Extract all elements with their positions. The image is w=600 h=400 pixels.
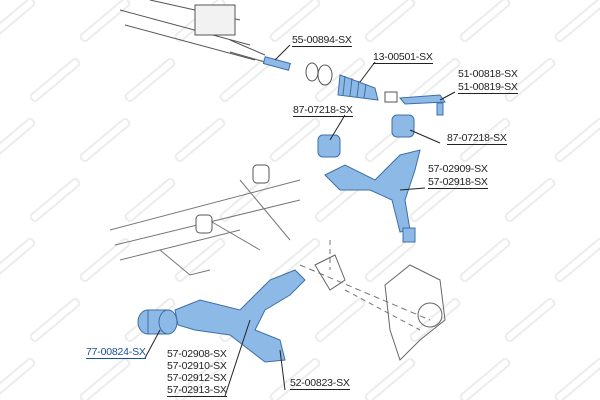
watermark-emblem [459, 0, 511, 43]
label-tie-rod[interactable]: 55-00894-SX [292, 34, 352, 47]
label-lower-arm-2[interactable]: 57-02910-SX [167, 360, 227, 372]
watermark-emblem [0, 357, 36, 400]
label-upper-bushing-left[interactable]: 87-07218-SX [293, 104, 353, 117]
watermark-emblem [364, 0, 416, 43]
watermark-emblem [269, 0, 321, 43]
watermark-emblem [29, 177, 81, 223]
watermark-emblem [504, 57, 556, 103]
label-upper-arm-1[interactable]: 57-02909-SX [428, 163, 488, 175]
watermark-emblem [124, 177, 176, 223]
leader-lines [144, 44, 456, 397]
watermark-emblem [29, 297, 81, 343]
watermark-emblem [0, 0, 36, 43]
watermark-emblem [0, 117, 36, 163]
label-tie-rod-end-left[interactable]: 51-00818-SX [458, 68, 518, 80]
o-rings [305, 62, 333, 86]
lower-control-arm [174, 269, 306, 363]
steering-knuckle [314, 254, 446, 361]
watermark-emblem [504, 297, 556, 343]
tie-rod-bolt [262, 56, 291, 71]
watermark-emblem [174, 357, 226, 400]
label-lower-arm-3[interactable]: 57-02912-SX [167, 372, 227, 384]
watermark-emblem [459, 357, 511, 400]
watermark-emblem [269, 357, 321, 400]
watermark-emblem [79, 0, 131, 43]
watermark-emblem [314, 297, 366, 343]
upper-control-arm [324, 149, 421, 243]
watermark-emblem [29, 57, 81, 103]
watermark-emblem [0, 237, 36, 283]
label-lower-arm-1[interactable]: 57-02908-SX [167, 348, 227, 360]
lower-bushing [137, 309, 178, 335]
watermark-emblem [554, 237, 600, 283]
watermark-emblem [459, 117, 511, 163]
watermark-emblem [554, 0, 600, 43]
watermark-emblem [504, 177, 556, 223]
watermark-emblem [364, 357, 416, 400]
watermark-emblem [459, 237, 511, 283]
watermark-emblem [269, 117, 321, 163]
steering-boot [337, 74, 379, 101]
watermark-emblem [554, 357, 600, 400]
watermark-emblem [409, 297, 461, 343]
label-lower-bushing-link[interactable]: 77-00824-SX [86, 346, 146, 359]
label-lower-arm-4[interactable]: 57-02913-SX [167, 384, 227, 397]
watermark-emblem [79, 357, 131, 400]
upper-bushings [195, 114, 415, 234]
watermark-emblem [79, 117, 131, 163]
watermark-emblem [409, 177, 461, 223]
steering-rack [119, 0, 266, 63]
label-tie-rod-end-right[interactable]: 51-00819-SX [458, 81, 518, 94]
watermark-emblem [79, 237, 131, 283]
watermark-emblem [174, 117, 226, 163]
label-ball-joint[interactable]: 52-00823-SX [290, 377, 350, 390]
tie-rod-end [384, 91, 446, 116]
label-upper-arm-2[interactable]: 57-02918-SX [428, 176, 488, 189]
watermark-emblem [124, 57, 176, 103]
label-upper-bushing-right[interactable]: 87-07218-SX [447, 132, 507, 145]
watermark-emblem [174, 237, 226, 283]
label-steering-boot[interactable]: 13-00501-SX [373, 51, 433, 64]
watermark-emblem [554, 117, 600, 163]
